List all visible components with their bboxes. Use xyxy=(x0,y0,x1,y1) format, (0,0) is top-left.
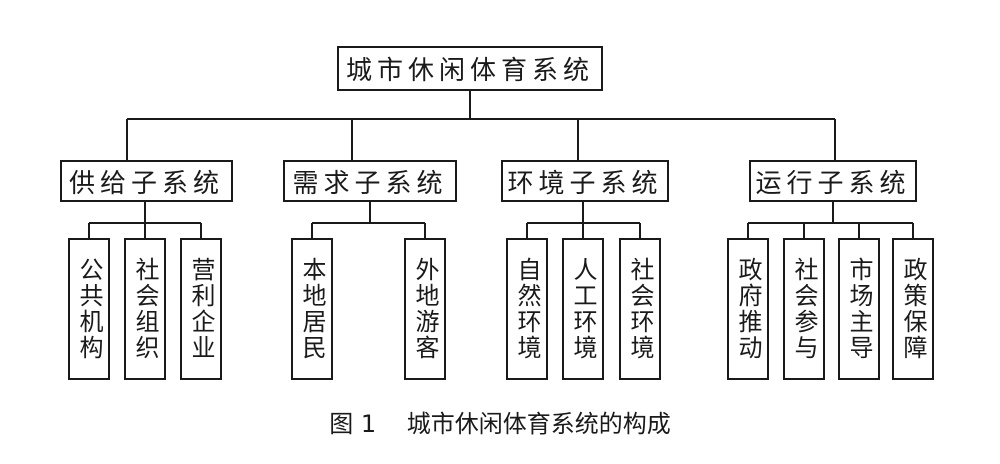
leaf-node-rengong-huanjing: 人工环境 xyxy=(562,238,604,380)
leaf-label: 政策保障 xyxy=(899,257,927,361)
leaf-label: 自然环境 xyxy=(513,257,541,361)
leaf-label: 社会组织 xyxy=(131,257,159,361)
subsystem-node-gongji: 供给子系统 xyxy=(60,160,233,202)
leaf-label: 公共机构 xyxy=(75,257,103,361)
leaf-node-shehui-zuzhi: 社会组织 xyxy=(124,238,166,380)
leaf-label: 社会环境 xyxy=(626,257,654,361)
figure-caption: 图 1 城市休闲体育系统的构成 xyxy=(329,410,671,438)
leaf-node-ziran-huanjing: 自然环境 xyxy=(506,238,548,380)
leaf-node-gonggong-jigou: 公共机构 xyxy=(68,238,110,380)
leaf-label: 政府推动 xyxy=(734,257,762,361)
leaf-node-shehui-huanjing: 社会环境 xyxy=(619,238,661,380)
leaf-label: 本地居民 xyxy=(298,257,326,361)
subsystem-node-xuqiu: 需求子系统 xyxy=(283,160,457,202)
leaf-node-waidi-youke: 外地游客 xyxy=(404,238,446,380)
leaf-node-shehui-canyu: 社会参与 xyxy=(783,238,825,380)
leaf-label: 市场主导 xyxy=(845,257,873,361)
leaf-node-yingli-qiye: 营利企业 xyxy=(180,238,222,380)
subsystem-node-huanjing: 环境子系统 xyxy=(501,160,669,202)
leaf-node-shichang-zhudao: 市场主导 xyxy=(838,238,880,380)
root-node: 城市休闲体育系统 xyxy=(337,46,603,91)
leaf-node-zhengfu-tuidong: 政府推动 xyxy=(727,238,769,380)
leaf-label: 外地游客 xyxy=(411,257,439,361)
leaf-label: 营利企业 xyxy=(187,257,215,361)
leaf-label: 社会参与 xyxy=(790,257,818,361)
subsystem-node-yunxing: 运行子系统 xyxy=(749,160,917,202)
leaf-node-zhengce-baozhang: 政策保障 xyxy=(892,238,934,380)
leaf-label: 人工环境 xyxy=(569,257,597,361)
leaf-node-bendi-jumin: 本地居民 xyxy=(291,238,333,380)
